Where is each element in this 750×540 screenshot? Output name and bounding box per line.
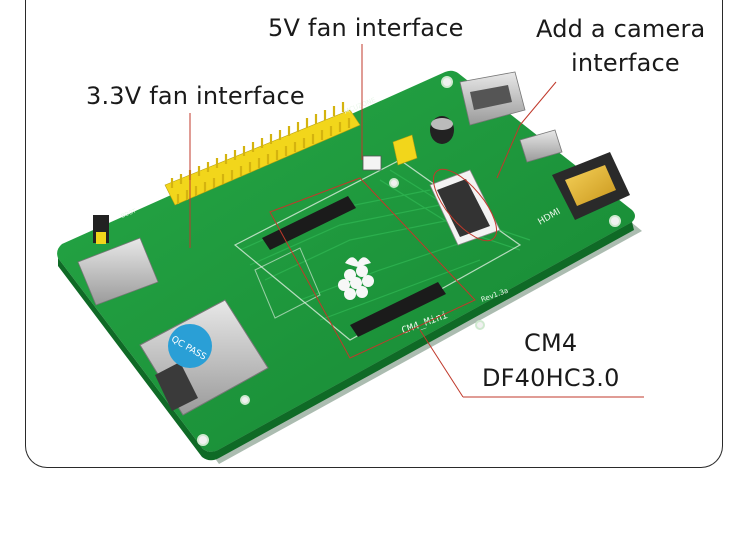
annotation-33v-fan: 3.3V fan interface [86,82,305,110]
usb-c-port [519,129,563,163]
annotation-camera-line1: Add a camera [536,15,706,43]
image-frame [25,0,723,468]
annotation-cm4-line2: DF40HC3.0 [482,364,620,392]
qc-sticker [168,324,212,368]
mounting-holes [197,76,621,446]
fan-5v-header [392,134,418,166]
silk-boot: BOOT [121,208,138,220]
sd-card-slot [77,237,159,306]
cm4-connector-top [262,196,356,250]
annotation-leaders [189,44,644,398]
raspberry-logo [338,257,374,300]
cm4-connector-bottom [350,282,446,337]
annotation-camera-line2: interface [571,49,680,77]
annotation-5v-fan: 5V fan interface [268,14,464,42]
fan-5v-connector [362,155,382,171]
annotation-cm4-line1: CM4 [524,329,578,357]
